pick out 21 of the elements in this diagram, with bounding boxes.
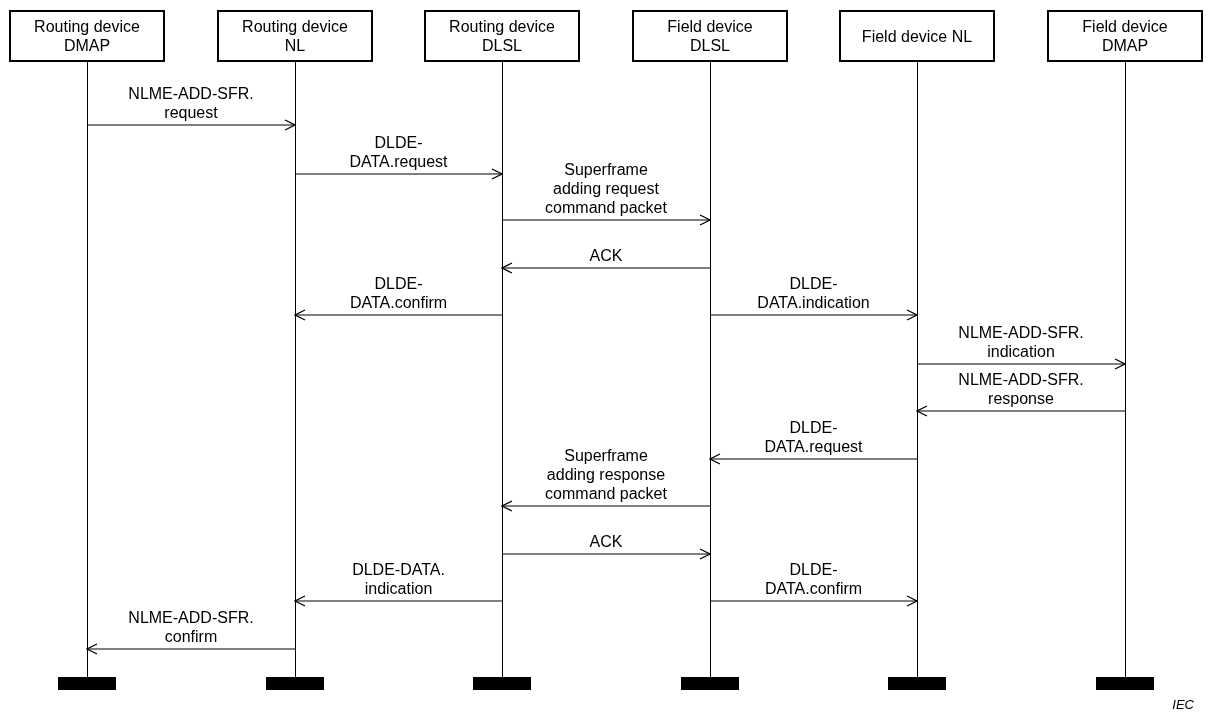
- participant-name: Routing device NL: [241, 17, 349, 55]
- message-arrow: [294, 595, 503, 607]
- message-arrow: [709, 595, 918, 607]
- message-arrow: [294, 309, 503, 321]
- message-arrow: [916, 358, 1126, 370]
- figure-note: IEC: [1172, 697, 1194, 712]
- message-arrow: [709, 309, 918, 321]
- message-arrow: [501, 500, 711, 512]
- message-arrow: [86, 643, 296, 655]
- message-arrow: [709, 453, 918, 465]
- message-arrow: [916, 405, 1126, 417]
- participant-name: Routing device DMAP: [33, 17, 141, 55]
- participant-name: Routing device DLSL: [448, 17, 556, 55]
- participant-name: Field device DLSL: [666, 17, 754, 55]
- message-arrow: [501, 262, 711, 274]
- participant-name: Field device DMAP: [1081, 17, 1169, 55]
- participant-name: Field device NL: [860, 26, 974, 46]
- message-arrow: [294, 168, 503, 180]
- message-arrow: [501, 548, 711, 560]
- message-arrow: [501, 214, 711, 226]
- message-arrow: [86, 119, 296, 131]
